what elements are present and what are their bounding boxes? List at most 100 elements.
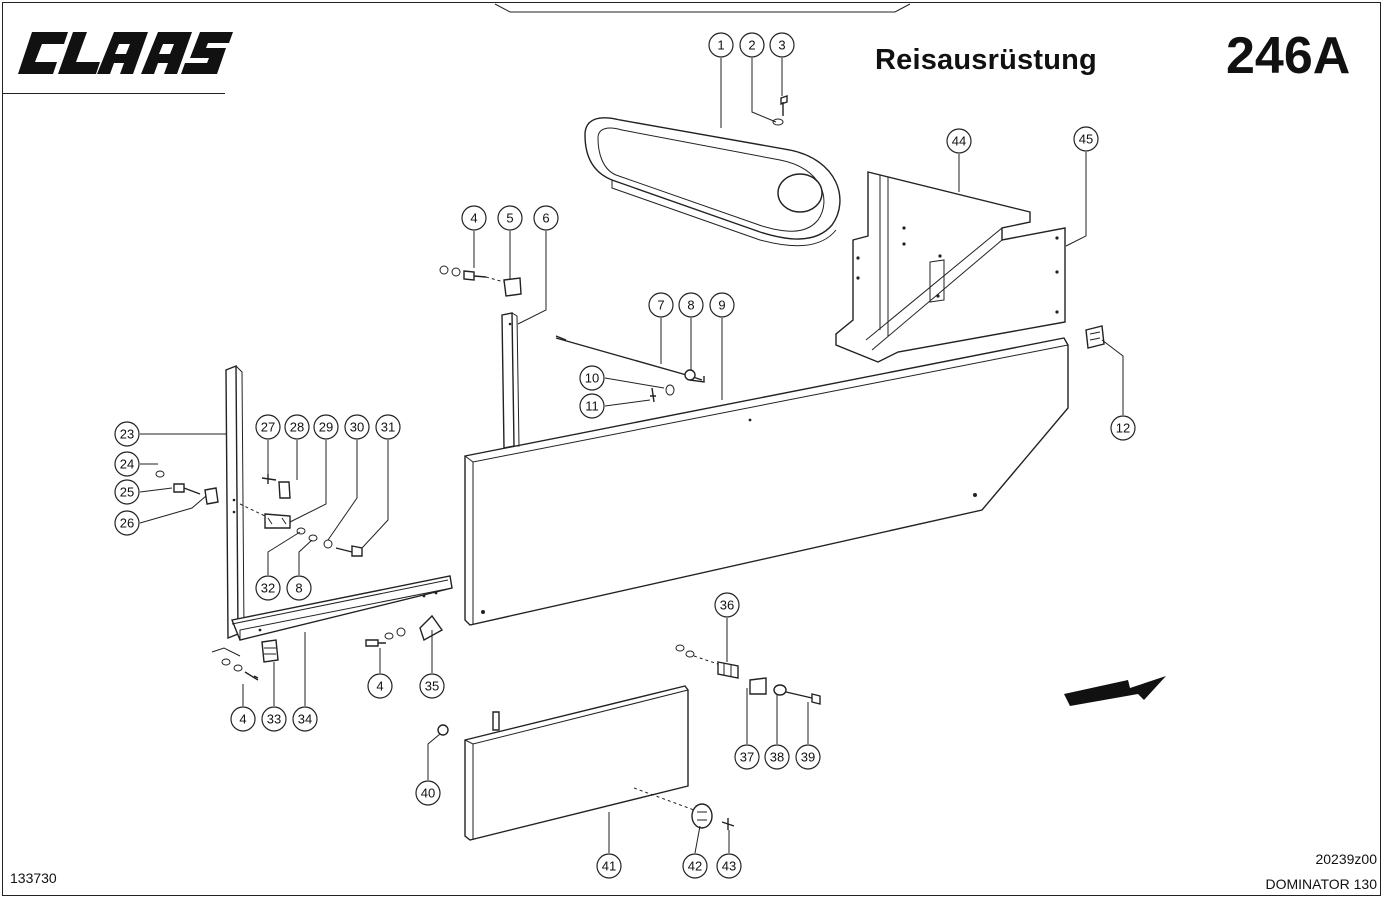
callout-6: 6 xyxy=(533,205,559,231)
svg-text:34: 34 xyxy=(298,712,312,727)
callout-33: 33 xyxy=(261,706,287,732)
part-35-angle xyxy=(365,614,444,647)
callout-39: 39 xyxy=(795,744,821,770)
direction-arrow xyxy=(1064,676,1166,706)
model-name: DOMINATOR 130 xyxy=(1265,876,1377,892)
callout-8-lower: 8 xyxy=(286,575,312,601)
callout-32: 32 xyxy=(255,575,281,601)
svg-text:28: 28 xyxy=(290,420,304,435)
callout-35: 35 xyxy=(419,673,445,699)
callout-27: 27 xyxy=(255,414,281,440)
svg-text:33: 33 xyxy=(267,712,281,727)
svg-text:10: 10 xyxy=(585,371,599,386)
svg-text:45: 45 xyxy=(1079,132,1093,147)
part-2-3-bolt xyxy=(772,95,788,126)
svg-text:32: 32 xyxy=(261,581,275,596)
page-number: 246A xyxy=(1226,27,1351,85)
top-notch xyxy=(494,3,911,13)
part-12-hinge xyxy=(1085,325,1105,349)
leader-lines xyxy=(139,58,1124,854)
callout-23: 23 xyxy=(114,421,140,447)
callout-25: 25 xyxy=(114,479,140,505)
callout-7: 7 xyxy=(648,292,674,318)
svg-text:3: 3 xyxy=(778,38,785,53)
callout-31: 31 xyxy=(375,414,401,440)
svg-text:27: 27 xyxy=(261,420,275,435)
svg-text:36: 36 xyxy=(720,598,734,613)
part-7-rod xyxy=(555,335,705,403)
part-44-45-bracket xyxy=(835,171,1066,363)
svg-text:39: 39 xyxy=(801,750,815,765)
callout-45: 45 xyxy=(1073,126,1099,152)
svg-text:35: 35 xyxy=(425,679,439,694)
svg-text:29: 29 xyxy=(319,420,333,435)
callout-9: 9 xyxy=(709,292,735,318)
callout-28: 28 xyxy=(284,414,310,440)
callout-38: 38 xyxy=(764,744,790,770)
svg-text:6: 6 xyxy=(542,211,549,226)
callout-41: 41 xyxy=(596,853,622,879)
callout-43: 43 xyxy=(716,853,742,879)
drawing-number: 133730 xyxy=(10,870,57,886)
callout-26: 26 xyxy=(114,510,140,536)
svg-text:30: 30 xyxy=(350,420,364,435)
callout-2: 2 xyxy=(739,32,765,58)
svg-text:8: 8 xyxy=(295,581,302,596)
logo-underline xyxy=(3,93,225,94)
callout-24: 24 xyxy=(114,451,140,477)
svg-text:4: 4 xyxy=(376,679,383,694)
svg-text:26: 26 xyxy=(120,516,134,531)
callout-40: 40 xyxy=(415,780,441,806)
svg-text:42: 42 xyxy=(688,859,702,874)
svg-text:4: 4 xyxy=(239,712,246,727)
svg-text:5: 5 xyxy=(506,211,513,226)
svg-text:43: 43 xyxy=(722,859,736,874)
callout-37: 37 xyxy=(734,744,760,770)
svg-text:12: 12 xyxy=(1116,421,1130,436)
part-1-cover xyxy=(584,117,841,247)
callout-8-upper: 8 xyxy=(678,292,704,318)
callout-4-middle: 4 xyxy=(367,673,393,699)
svg-text:4: 4 xyxy=(470,211,477,226)
part-9-main-panel xyxy=(464,337,1069,626)
callout-12: 12 xyxy=(1110,415,1136,441)
part-40-42-43-fittings xyxy=(437,724,735,830)
part-6-post xyxy=(501,312,520,449)
svg-text:24: 24 xyxy=(120,457,134,472)
part-34-rail xyxy=(231,575,453,641)
page-title: Reisausrüstung xyxy=(875,44,1097,76)
svg-text:2: 2 xyxy=(748,38,755,53)
callout-42: 42 xyxy=(682,853,708,879)
svg-text:38: 38 xyxy=(770,750,784,765)
svg-text:7: 7 xyxy=(657,298,664,313)
svg-text:1: 1 xyxy=(717,38,724,53)
left-fasteners xyxy=(155,470,363,681)
svg-text:41: 41 xyxy=(602,859,616,874)
callout-44: 44 xyxy=(946,128,972,154)
claas-logo xyxy=(18,32,233,74)
part-4-5-upper-fastener xyxy=(439,265,522,297)
callout-10: 10 xyxy=(579,365,605,391)
svg-text:44: 44 xyxy=(952,134,966,149)
svg-text:37: 37 xyxy=(740,750,754,765)
svg-text:31: 31 xyxy=(381,420,395,435)
svg-text:11: 11 xyxy=(585,399,599,414)
callout-34: 34 xyxy=(292,706,318,732)
callout-11: 11 xyxy=(579,393,605,419)
callout-30: 30 xyxy=(344,414,370,440)
callout-4-lower: 4 xyxy=(230,706,256,732)
callout-3: 3 xyxy=(769,32,795,58)
part-23-upright xyxy=(225,364,245,640)
callout-1: 1 xyxy=(708,32,734,58)
part-41-small-panel xyxy=(464,685,695,841)
callout-29: 29 xyxy=(313,414,339,440)
callout-5: 5 xyxy=(497,205,523,231)
svg-text:40: 40 xyxy=(421,786,435,801)
part-36-39-hinge-assembly xyxy=(675,644,821,705)
reference-code: 20239z00 xyxy=(1315,851,1377,867)
svg-text:9: 9 xyxy=(718,298,725,313)
svg-text:23: 23 xyxy=(120,427,134,442)
svg-text:25: 25 xyxy=(120,485,134,500)
